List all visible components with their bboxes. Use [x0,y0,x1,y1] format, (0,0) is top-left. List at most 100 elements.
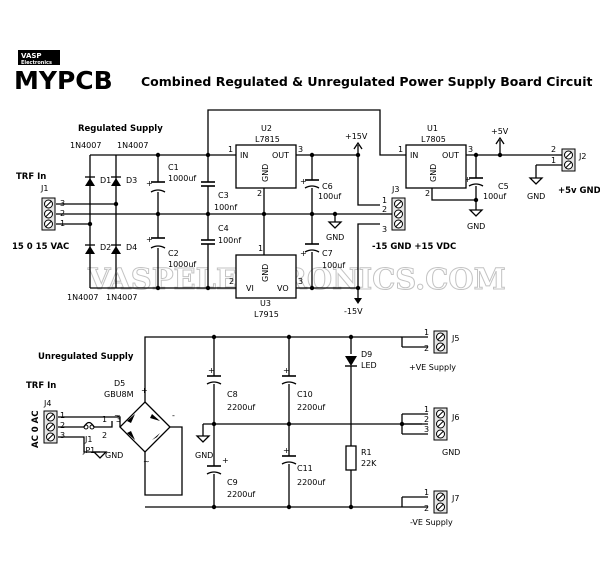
logo-sub-text: Electronics [21,60,52,66]
unregulated-junctions [211,334,405,510]
c9-val: 2200uf [227,490,255,499]
c6-ref: C6 [322,182,333,191]
j3-connector [391,197,406,231]
c5-ref: C5 [498,182,509,191]
u2-ref: U2 [261,124,272,133]
j5-ref: J5 [451,334,459,343]
power-symbols [327,136,544,304]
regulated-capacitors: + + + + + [146,175,484,258]
j6-ref: J6 [451,413,459,422]
c1-ref: C1 [168,163,179,172]
r1-ref: R1 [361,448,372,457]
c2-ref: C2 [168,249,179,258]
j7-label: -VE Supply [410,518,453,527]
regulated-ac-label: 15 0 15 VAC [12,242,69,252]
d9-led [345,356,357,367]
jp1-pin3: 3 [116,415,121,424]
c5-val: 100uf [483,192,506,201]
j3-label: -15 GND +15 VDC [372,242,456,252]
r1-val: 22K [361,459,377,468]
d5-bridge [119,401,171,453]
c3-val: 100nf [214,203,237,212]
j1-connector [41,197,56,231]
d1-ref: D1 [100,176,111,185]
svg-text:+: + [146,179,153,188]
j1-ref: J1 [40,184,48,193]
d3-ref: D3 [126,176,137,185]
j5-pin2: 2 [424,344,429,353]
d3-part: 1N4007 [117,141,148,150]
u3-pin-vo: VO [277,284,289,293]
j5-pin1: 1 [424,328,429,337]
j5-connector [433,330,448,354]
jp1-ref: J1 [84,435,92,444]
svg-text:-: - [172,411,175,420]
plus15-label: +15V [345,132,368,141]
u3-pin-vi: VI [246,284,254,293]
u2-pin3: 3 [298,145,303,154]
svg-text:+: + [283,446,290,455]
u1-pin1: 1 [398,145,403,154]
d9-ref: D9 [361,350,372,359]
jp1-alt: JP1 [82,446,95,455]
u2-pin-in: IN [240,151,248,160]
j4-pin1: 1 [60,411,65,420]
c10-val: 2200uf [297,403,325,412]
regulated-heading: Regulated Supply [78,124,163,134]
regulated-junctions [87,152,503,291]
d5-ref: D5 [114,379,125,388]
svg-text:+: + [300,249,307,258]
j4-pin3: 3 [60,431,65,440]
c4-val: 100nf [218,236,241,245]
u1-pin3: 3 [468,145,473,154]
j5-label: +VE Supply [409,363,456,372]
j2-ref: J2 [578,152,586,161]
j6-connector [433,407,448,441]
jp1-pin2: 2 [102,431,107,440]
c7-ref: C7 [322,249,333,258]
j2-gnd-label: GND [527,192,545,201]
c1-val: 1000uf [168,174,196,183]
j2-connector [561,148,576,172]
unregulated-wiring [58,336,428,508]
u3-part: L7915 [254,310,279,319]
unregulated-trf-label: TRF In [26,381,56,391]
j6-pin3: 3 [424,425,429,434]
svg-text:+: + [283,366,290,375]
j2-pin2: 2 [551,145,556,154]
j3-pin3: 3 [382,225,387,234]
r1-resistor [345,445,357,471]
d9-part: LED [361,361,377,370]
logo-main-text: MYPCB [14,66,113,95]
u3-pin3: 3 [298,277,303,286]
logo: VASP Electronics MYPCB [14,50,113,95]
plus5-label: +5V [491,127,509,136]
jp1-link [83,421,95,430]
unregulated-capacitors: + + + + [206,366,297,475]
u1-pin-gnd: GND [429,164,438,182]
u1-gnd-label: GND [467,222,485,231]
u2-pin-out: OUT [272,151,289,160]
j7-ref: J7 [451,494,459,503]
u2-pin1: 1 [228,145,233,154]
svg-text:~: ~ [114,411,121,420]
bridge-diodes [85,176,121,254]
d4-part: 1N4007 [106,293,137,302]
u3-ref: U3 [260,299,271,308]
j2-pin1: 1 [551,156,556,165]
u2-regulator [235,144,297,189]
j7-pin2: 2 [424,504,429,513]
svg-text:~: ~ [143,457,150,466]
c11-val: 2200uf [297,478,325,487]
svg-text:+: + [208,366,215,375]
u1-pin-out: OUT [442,151,459,160]
c4-ref: C4 [218,224,229,233]
j4-connector [43,410,58,444]
u1-regulator [405,144,467,189]
j3-gnd-label: GND [326,233,344,242]
d4-ref: D4 [126,243,137,252]
u1-part: L7805 [421,135,446,144]
unregulated-heading: Unregulated Supply [38,352,134,362]
